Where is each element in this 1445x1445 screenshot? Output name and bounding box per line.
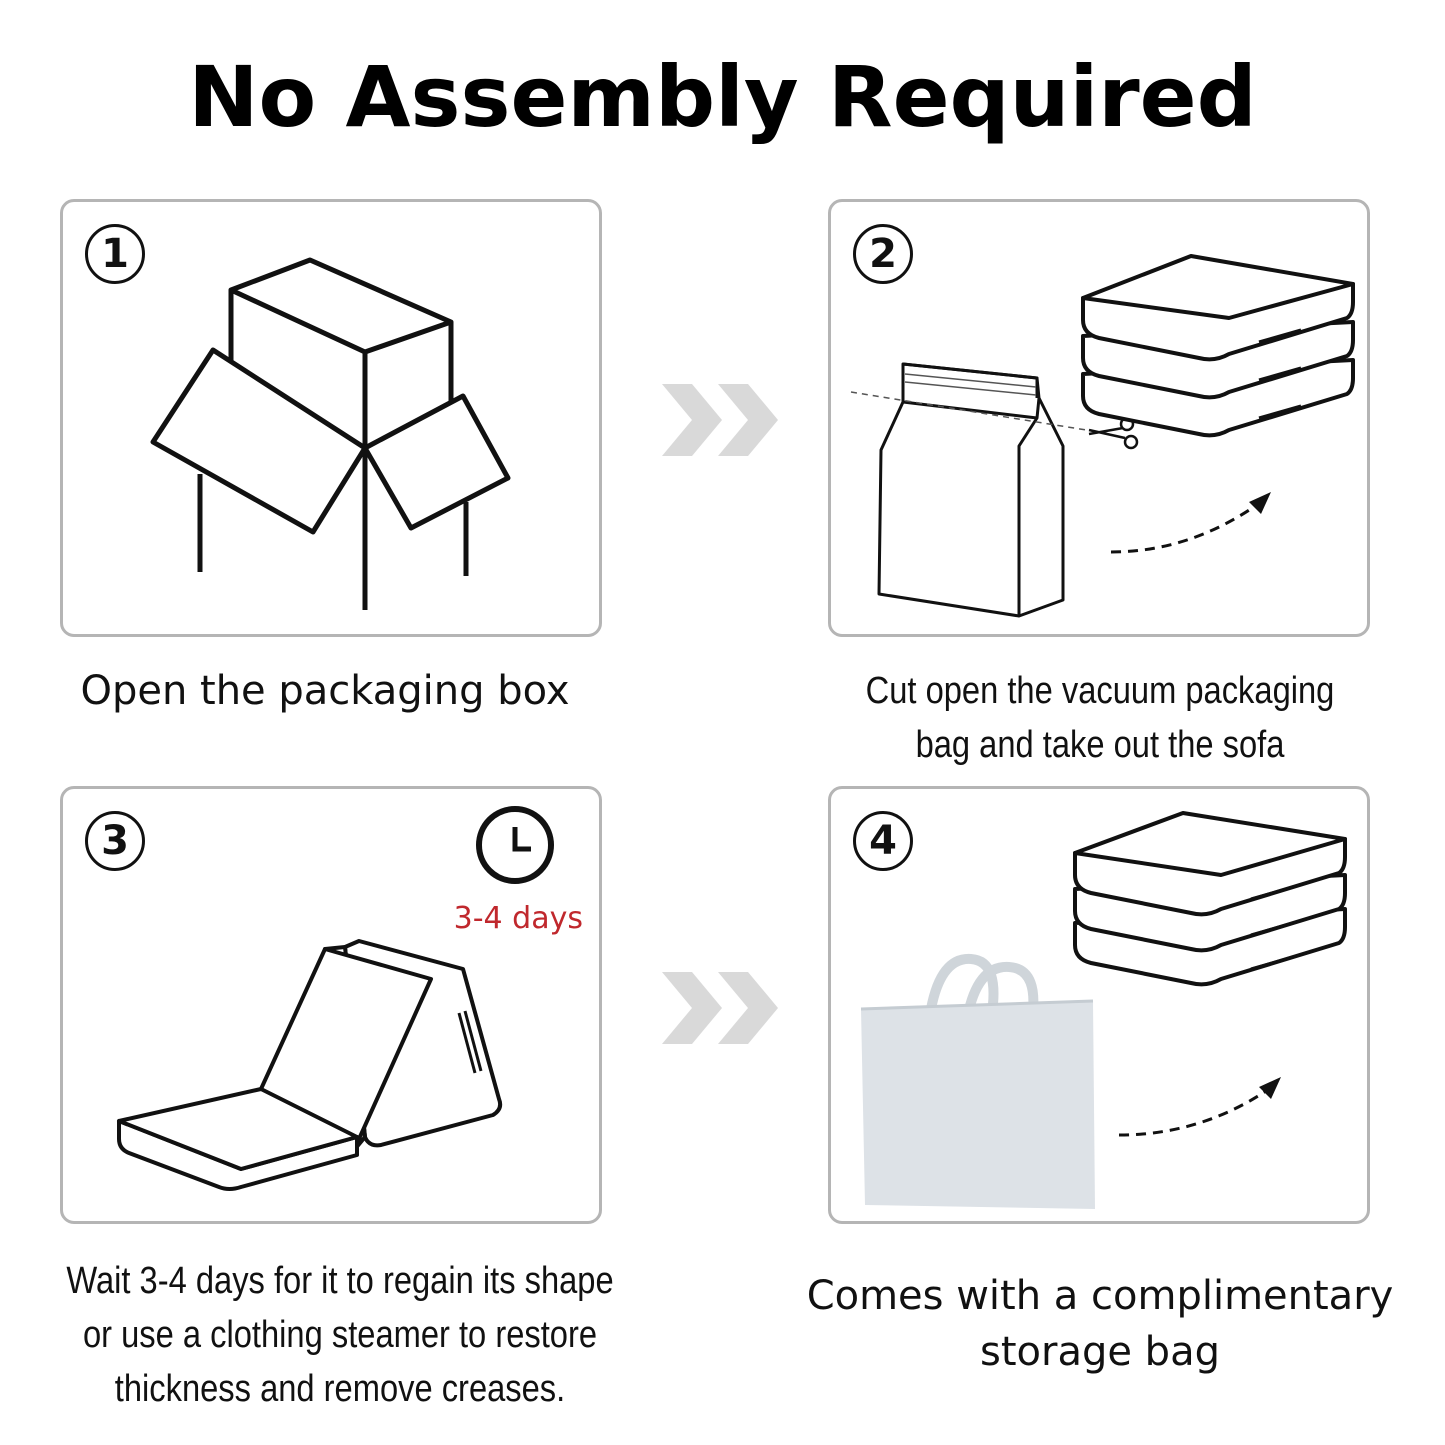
caption-line: Cut open the vacuum packaging [865,670,1335,712]
caption-line: thickness and remove creases. [114,1368,566,1410]
stacked-cushions-icon [1081,254,1355,438]
folding-sofa-icon [117,939,503,1191]
step-3-number: 3 [85,811,145,871]
step-4-number: 4 [853,811,913,871]
caption-line: bag and take out the sofa [915,724,1285,766]
dashed-arrow-icon [1249,492,1271,514]
double-chevron-icon [662,972,778,1044]
duration-badge: 3-4 days [453,901,583,936]
step-3-panel: 3 3-4 days [60,786,602,1224]
caption-line: or use a clothing steamer to restore [82,1314,598,1356]
double-chevron-icon [662,384,778,456]
step-4-caption: Comes with a complimentary storage bag [790,1268,1410,1380]
step-2-number: 2 [853,224,913,284]
caption-line: storage bag [980,1329,1220,1375]
storage-bag-icon [860,811,1347,1209]
clock-icon [476,806,554,884]
page-title: No Assembly Required [188,48,1257,146]
caption-line: Comes with a complimentary [806,1273,1394,1319]
step-1-panel: 1 [60,199,602,637]
caption-line: Wait 3-4 days for it to regain its shape [66,1260,614,1302]
vacuum-bag-icon [850,254,1355,618]
step-1-number: 1 [85,224,145,284]
step-1-caption: Open the packaging box [80,668,570,714]
step-3-caption: Wait 3-4 days for it to regain its shape… [65,1254,615,1416]
step-2-caption: Cut open the vacuum packaging bag and ta… [859,664,1341,772]
box-icon [150,257,511,610]
scissors-icon [1088,416,1139,450]
step-2-panel: 2 [828,199,1370,637]
step-4-panel: 4 [828,786,1370,1224]
stacked-cushions-icon [1073,811,1347,987]
dashed-arrow-icon [1259,1077,1281,1099]
